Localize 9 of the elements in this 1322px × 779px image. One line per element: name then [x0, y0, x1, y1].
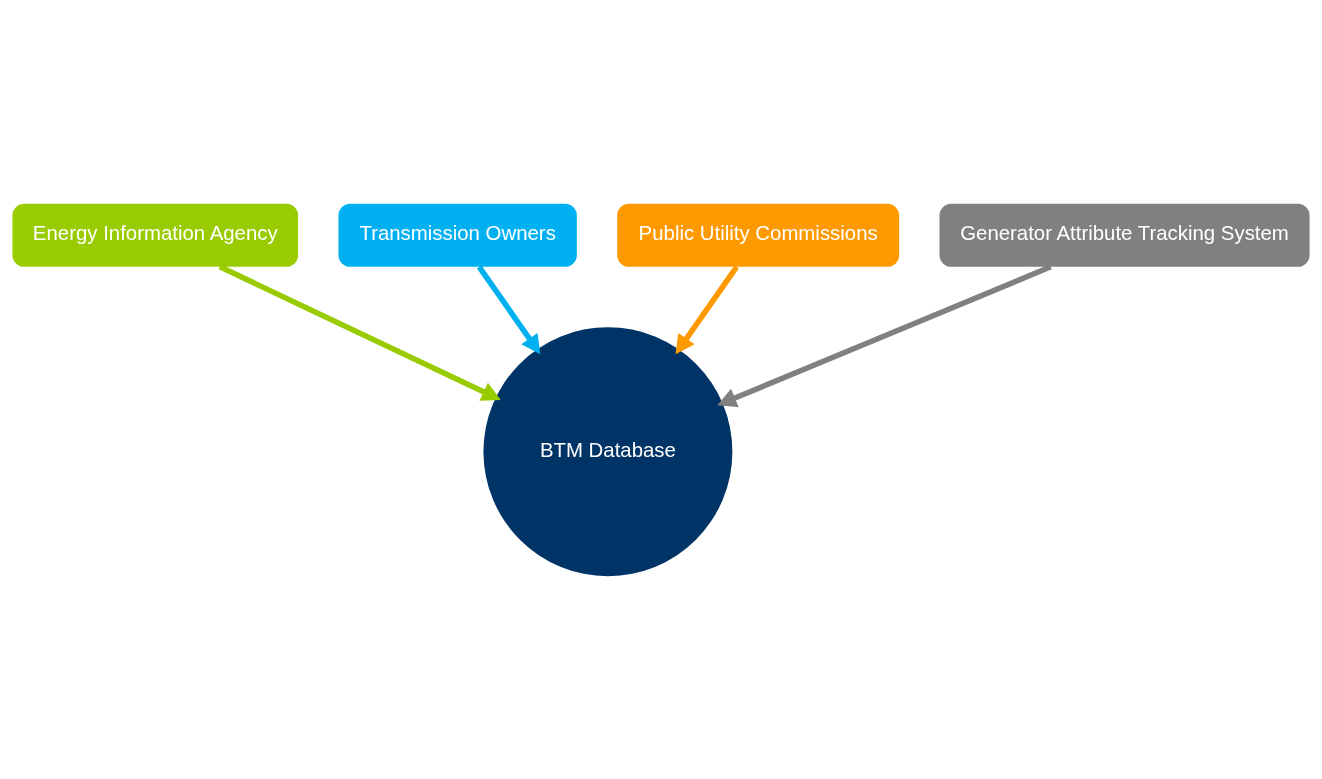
node-box: Public Utility Commissions	[617, 203, 900, 267]
node-box: Generator Attribute Tracking System	[939, 203, 1310, 267]
arrow	[717, 263, 1052, 407]
node-box: Energy Information Agency	[12, 203, 299, 267]
node-circle: BTM Database	[483, 326, 733, 576]
arrow	[476, 264, 541, 354]
node-box: Transmission Owners	[338, 203, 577, 267]
arrow	[675, 264, 739, 354]
arrow	[218, 263, 501, 401]
